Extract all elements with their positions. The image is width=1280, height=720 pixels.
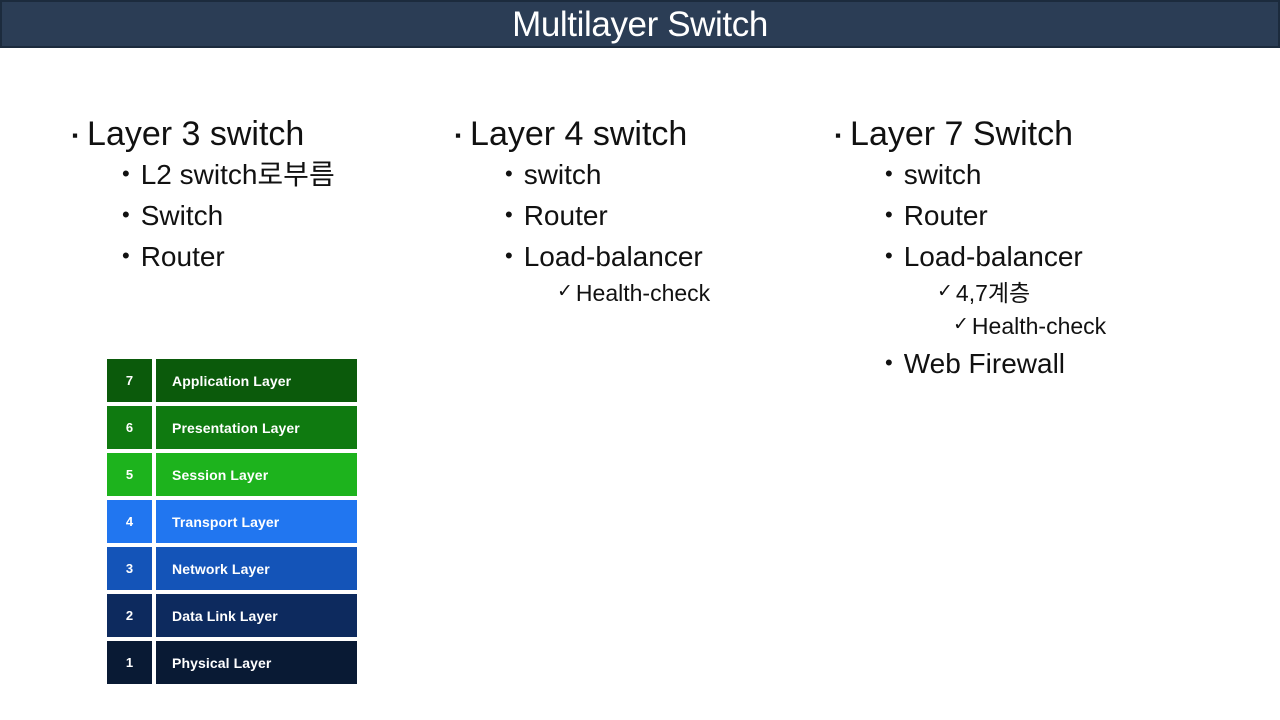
- column-heading: ▪ Layer 7 Switch: [835, 115, 1255, 154]
- list-item-label: Health-check: [971, 313, 1107, 340]
- round-bullet-icon: •: [505, 160, 513, 186]
- round-bullet-icon: •: [122, 243, 130, 269]
- osi-layer-number: 4: [107, 500, 152, 543]
- check-bullet-icon: ✓: [937, 281, 953, 303]
- list-item-label: Switch: [140, 199, 224, 231]
- column-heading: ▪ Layer 4 switch: [455, 115, 835, 154]
- list-item-label: L2 switch로부름: [140, 158, 335, 190]
- column-layer4: ▪ Layer 4 switch • switch • Router • Load-balan…: [455, 115, 835, 310]
- list-item: ✓4,7계층: [835, 277, 1255, 310]
- column-layer3: ▪ Layer 3 switch • L2 switch로부름 • Switch • Rout…: [72, 115, 462, 277]
- square-bullet-icon: ▪: [72, 126, 79, 145]
- round-bullet-icon: •: [122, 160, 130, 186]
- round-bullet-icon: •: [505, 243, 513, 269]
- list-item-label: Router: [523, 199, 608, 231]
- check-bullet-icon: ✓: [557, 281, 573, 303]
- list-item: • Router: [455, 195, 835, 236]
- page-title: Multilayer Switch: [512, 4, 768, 44]
- list-item-label: Web Firewall: [903, 347, 1066, 379]
- osi-layer-number: 2: [107, 594, 152, 637]
- osi-layer-number: 1: [107, 641, 152, 684]
- round-bullet-icon: •: [885, 243, 893, 269]
- list-item-label: Router: [903, 199, 988, 231]
- list-item-label: Health-check: [575, 280, 711, 307]
- round-bullet-icon: •: [885, 349, 893, 375]
- column-heading: ▪ Layer 3 switch: [72, 115, 462, 154]
- osi-layer-label: Network Layer: [156, 547, 357, 590]
- square-bullet-icon: ▪: [835, 126, 842, 145]
- column-heading-label: Layer 4 switch: [470, 115, 688, 153]
- list-item-label: switch: [903, 158, 982, 190]
- round-bullet-icon: •: [885, 160, 893, 186]
- list-item: ✓Health-check: [835, 310, 1255, 343]
- list-item: • L2 switch로부름: [72, 154, 462, 195]
- round-bullet-icon: •: [885, 201, 893, 227]
- list-item-label: Router: [140, 241, 225, 273]
- list-item-label: Load-balancer: [523, 241, 703, 273]
- list-item: • Load-balancer: [835, 236, 1255, 277]
- list-item: • Web Firewall: [835, 343, 1255, 384]
- check-bullet-icon: ✓: [953, 314, 969, 336]
- list-item: • Load-balancer: [455, 236, 835, 277]
- round-bullet-icon: •: [122, 201, 130, 227]
- column-heading-label: Layer 7 Switch: [850, 115, 1074, 153]
- osi-layer-number: 3: [107, 547, 152, 590]
- osi-layer-label: Physical Layer: [156, 641, 357, 684]
- osi-layer-label: Presentation Layer: [156, 406, 357, 449]
- list-item-label: Load-balancer: [903, 241, 1083, 273]
- list-item: • Router: [72, 236, 462, 277]
- list-item: • Router: [835, 195, 1255, 236]
- osi-layer-label: Application Layer: [156, 359, 357, 402]
- list-item: • switch: [835, 154, 1255, 195]
- round-bullet-icon: •: [505, 201, 513, 227]
- osi-layer-label: Data Link Layer: [156, 594, 357, 637]
- column-heading-label: Layer 3 switch: [87, 115, 305, 153]
- list-item-label: 4,7계층: [955, 280, 1031, 307]
- list-item: • switch: [455, 154, 835, 195]
- list-item-label: switch: [523, 158, 602, 190]
- slide-title-bar: Multilayer Switch: [0, 0, 1280, 48]
- list-item: • Switch: [72, 195, 462, 236]
- osi-layer-number: 5: [107, 453, 152, 496]
- osi-layer-label: Session Layer: [156, 453, 357, 496]
- content-columns: ▪ Layer 3 switch • L2 switch로부름 • Switch • Rout…: [0, 115, 1280, 415]
- osi-layer-label: Transport Layer: [156, 500, 357, 543]
- square-bullet-icon: ▪: [455, 126, 462, 145]
- osi-layer-number: 6: [107, 406, 152, 449]
- list-item: ✓Health-check: [455, 277, 835, 310]
- osi-layer-number: 7: [107, 359, 152, 402]
- column-layer7: ▪ Layer 7 Switch • switch • Router • Load-balan…: [835, 115, 1255, 384]
